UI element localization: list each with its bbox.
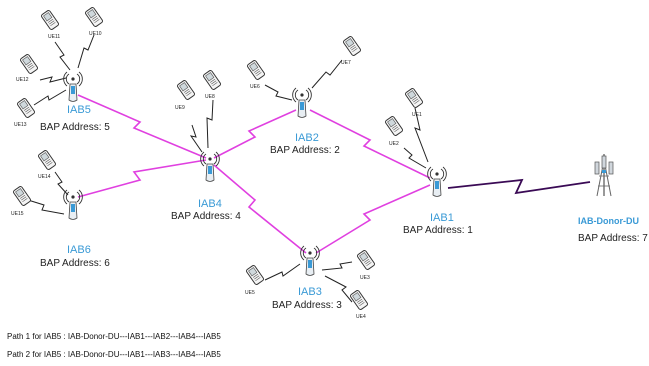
- ue-link-ue11: [54, 41, 71, 71]
- ue7-label: UE7: [341, 60, 351, 66]
- ue-link-ue14: [54, 171, 69, 196]
- ue14-label: UE14: [38, 174, 51, 180]
- ue-link-ue4: [324, 275, 353, 303]
- ue8-phone-icon: [202, 70, 222, 90]
- ue12-phone-icon: [19, 54, 39, 74]
- ue-link-ue7: [311, 59, 343, 89]
- iab5-address: BAP Address: 5: [40, 122, 110, 133]
- donor-address: BAP Address: 7: [578, 233, 648, 244]
- ue-links: [27, 34, 429, 303]
- iab6-node-icon: [63, 189, 83, 220]
- iab1-address: BAP Address: 1: [403, 225, 473, 236]
- ue9-phone-icon: [176, 80, 196, 100]
- ue4-label: UE4: [356, 314, 366, 320]
- iab3-address: BAP Address: 3: [272, 300, 342, 311]
- iab5-name: IAB5: [67, 104, 91, 116]
- ue-link-ue12: [39, 76, 67, 83]
- ue11-phone-icon: [40, 10, 60, 30]
- link-iab2-iab1: [309, 109, 431, 179]
- ue3-label: UE3: [360, 275, 370, 281]
- ue-link-ue3: [321, 261, 353, 271]
- ue13-phone-icon: [16, 98, 36, 118]
- iab2-node-icon: [292, 87, 312, 118]
- ue15-phone-icon: [12, 186, 32, 206]
- iab1-node-icon: [427, 166, 447, 197]
- ue12-label: UE12: [16, 77, 29, 83]
- link-iab1-donor: [447, 178, 591, 195]
- ue-link-ue5: [264, 263, 301, 281]
- wireless-links: [77, 94, 431, 254]
- link-iab4-iab2: [213, 109, 297, 159]
- path-2-text: Path 2 for IAB5 : IAB-Donor-DU---IAB1---…: [7, 350, 221, 359]
- ue1-phone-icon: [404, 88, 424, 108]
- iab2-address: BAP Address: 2: [270, 145, 340, 156]
- iab5-node-icon: [63, 71, 83, 102]
- ue3-phone-icon: [356, 250, 376, 270]
- iab3-name: IAB3: [298, 286, 322, 298]
- ue-link-ue8: [206, 99, 214, 149]
- ue-link-ue1: [414, 107, 429, 163]
- donor-tower-icon: [594, 154, 614, 197]
- ue-link-ue2: [403, 147, 427, 169]
- ue2-label: UE2: [389, 141, 399, 147]
- link-iab5-iab4: [77, 94, 207, 159]
- ue5-phone-icon: [245, 265, 265, 285]
- iab2-name: IAB2: [295, 132, 319, 144]
- link-iab3-iab1: [315, 184, 431, 254]
- ue14-phone-icon: [37, 150, 57, 170]
- ue-link-ue13: [33, 89, 67, 106]
- ue13-label: UE13: [14, 122, 27, 128]
- iab1-name: IAB1: [430, 212, 454, 224]
- path-1-text: Path 1 for IAB5 : IAB-Donor-DU---IAB1---…: [7, 332, 221, 341]
- iab4-name: IAB4: [198, 198, 222, 210]
- ue6-phone-icon: [246, 60, 266, 80]
- ue-link-ue9: [189, 124, 203, 153]
- ue11-label: UE11: [48, 34, 61, 40]
- iab4-address: BAP Address: 4: [171, 211, 241, 222]
- ue-link-ue10: [77, 34, 95, 69]
- ue-link-ue15: [27, 199, 65, 215]
- ue15-label: UE15: [11, 211, 24, 217]
- ue1-label: UE1: [412, 112, 422, 118]
- link-iab6-iab4: [77, 159, 207, 198]
- ue9-label: UE9: [175, 105, 185, 111]
- iab6-name: IAB6: [67, 244, 91, 256]
- ue2-phone-icon: [384, 116, 404, 136]
- ue8-label: UE8: [205, 94, 215, 100]
- ue6-label: UE6: [250, 84, 260, 90]
- ue10-phone-icon: [84, 7, 104, 27]
- donor-name: IAB-Donor-DU: [578, 216, 639, 226]
- ue-link-ue6: [264, 84, 293, 101]
- ue4-phone-icon: [349, 290, 369, 310]
- ue5-label: UE5: [245, 290, 255, 296]
- iab6-address: BAP Address: 6: [40, 258, 110, 269]
- ue10-label: UE10: [89, 31, 102, 37]
- iab3-node-icon: [300, 245, 320, 276]
- ue7-phone-icon: [342, 36, 362, 56]
- link-iab4-iab3: [213, 164, 307, 254]
